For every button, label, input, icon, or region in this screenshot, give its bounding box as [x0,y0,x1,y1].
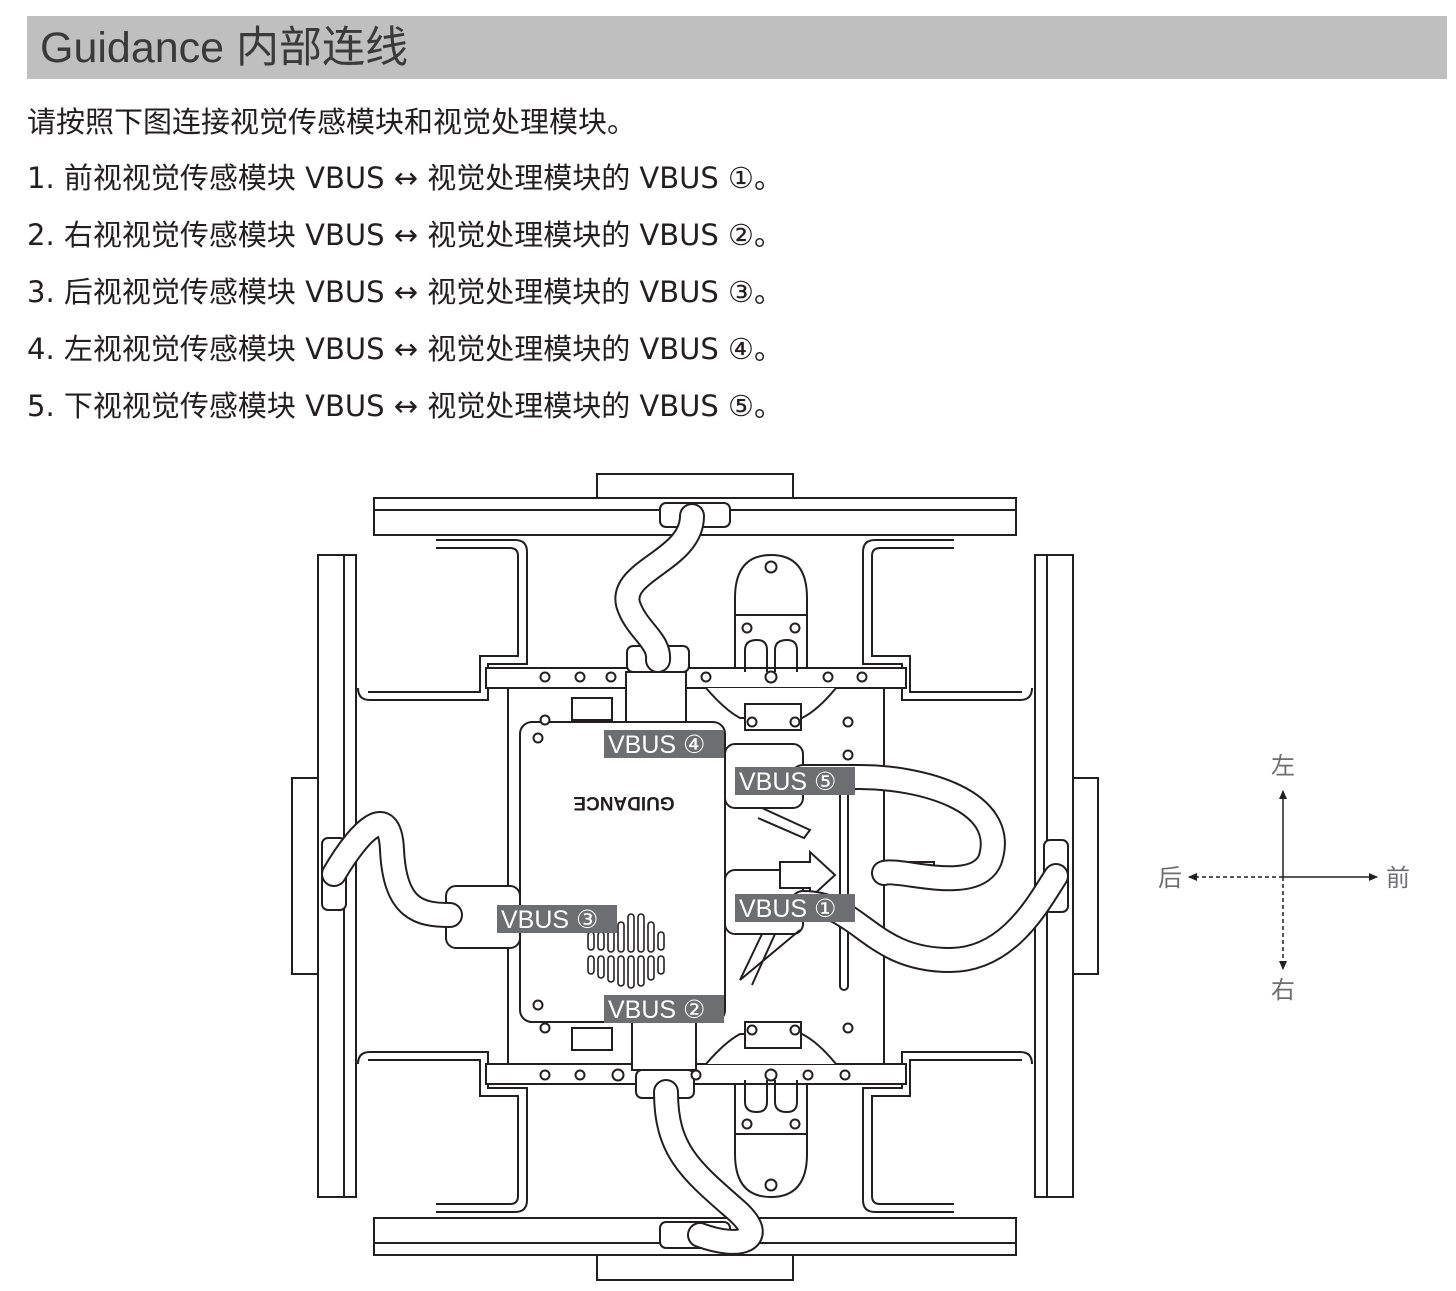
step-item-5: 5. 下视视觉传感模块 VBUS ↔ 视觉处理模块的 VBUS ⑤。 [27,389,784,423]
vbus3-label-group: VBUS ③ [497,905,617,934]
step-item-4: 4. 左视视觉传感模块 VBUS ↔ 视觉处理模块的 VBUS ④。 [27,332,784,366]
step-item-2: 2. 右视视觉传感模块 VBUS ↔ 视觉处理模块的 VBUS ②。 [27,218,784,252]
bottom-tab [596,1253,794,1281]
right-tab [1071,777,1099,975]
vbus2-label-group: VBUS ② [604,995,724,1024]
top-tab [596,473,794,499]
vbus4-label: VBUS ④ [608,731,705,759]
compass-right-label: 右 [1271,976,1295,1004]
step-item-1: 1. 前视视觉传感模块 VBUS ↔ 视觉处理模块的 VBUS ①。 [27,161,784,195]
guidance-module [519,721,726,1023]
vbus5-label: VBUS ⑤ [739,768,836,796]
compass-front-label: 前 [1386,864,1410,892]
compass-left-label: 左 [1271,752,1295,780]
compass-back-label: 后 [1158,864,1182,892]
left-tab [291,777,319,975]
vbus2-label: VBUS ② [608,996,705,1024]
page-title: Guidance 内部连线 [40,24,409,72]
direction-compass [1188,790,1378,970]
guidance-logo: GUIDANCE [573,792,674,813]
step-list: 1. 前视视觉传感模块 VBUS ↔ 视觉处理模块的 VBUS ①。 2. 右视… [27,158,783,443]
vbus3-label: VBUS ③ [501,906,598,934]
vbus1-label: VBUS ① [739,895,836,923]
vbus1-label-group: VBUS ① [735,894,855,923]
vbus4-label-group: VBUS ④ [604,730,724,759]
intro-text: 请按照下图连接视觉传感模块和视觉处理模块。 [27,105,637,139]
header-bar [27,16,1447,79]
front-crossbar [485,667,907,689]
vbus5-label-group: VBUS ⑤ [735,767,855,796]
step-item-3: 3. 后视视觉传感模块 VBUS ↔ 视觉处理模块的 VBUS ③。 [27,275,784,309]
